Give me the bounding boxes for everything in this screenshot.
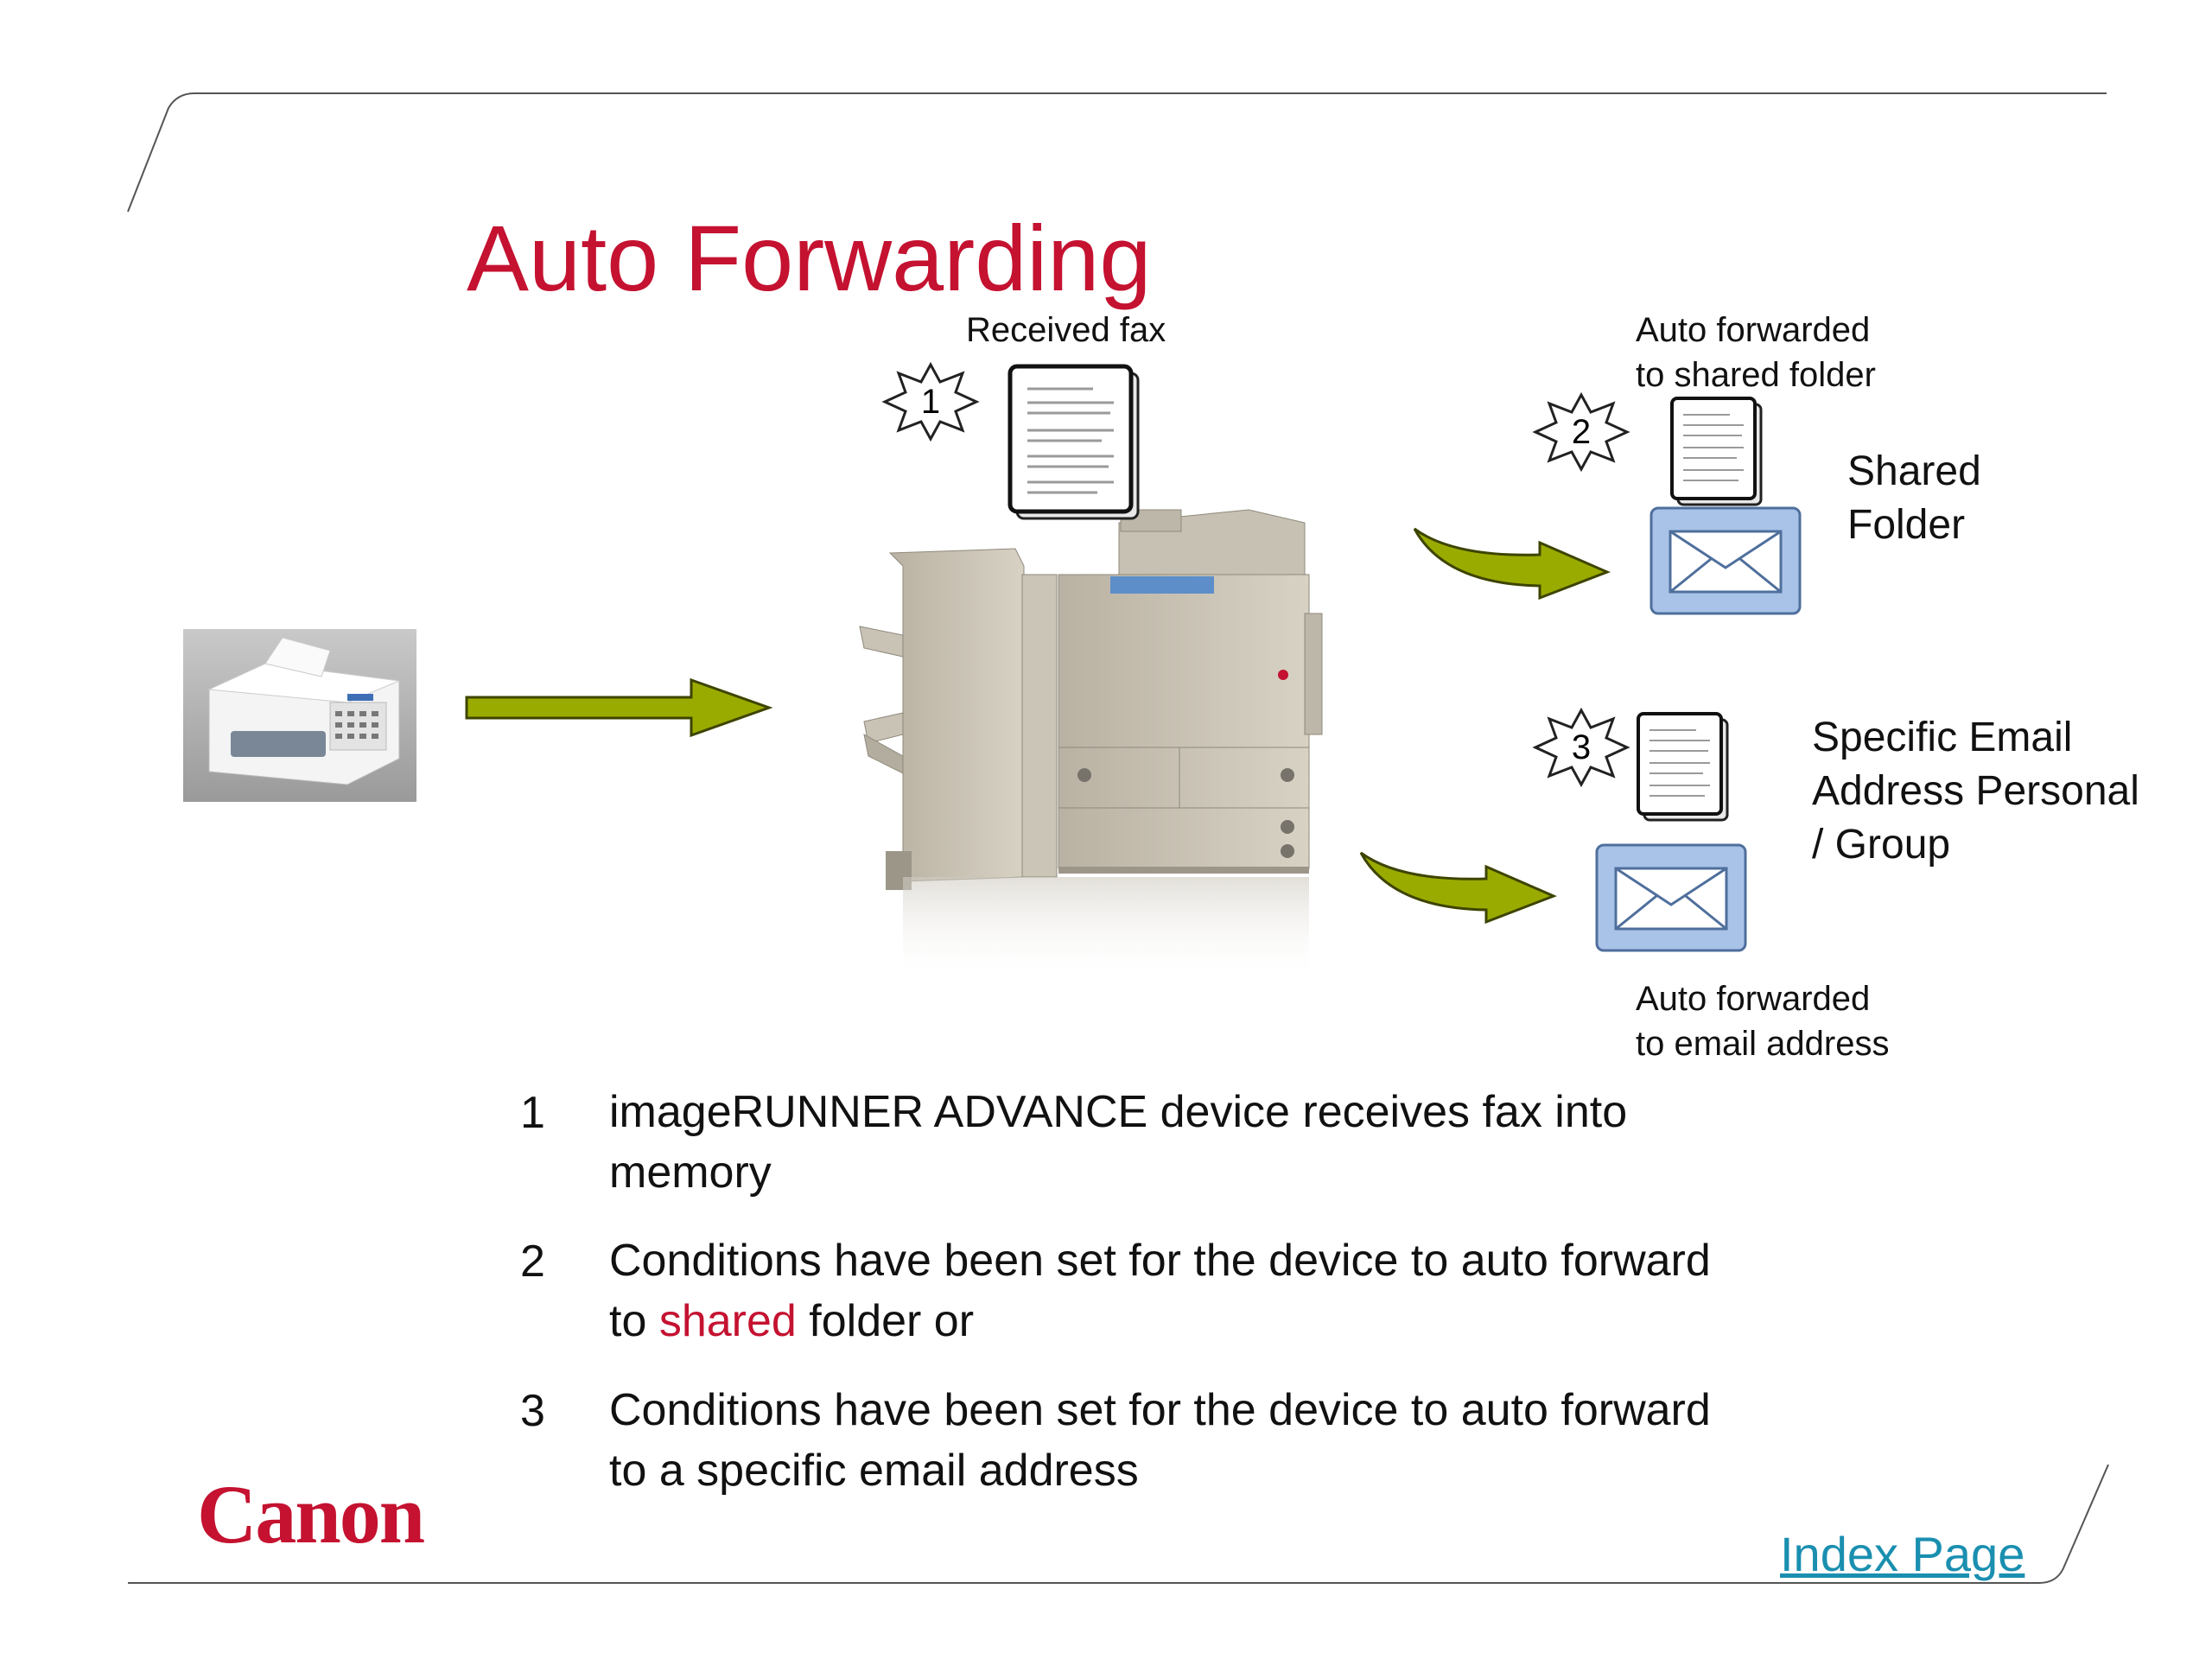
step-badge-1: 1 (881, 361, 980, 442)
step-line: to a specific email address (609, 1446, 1139, 1496)
shared-folder-envelope-icon (1649, 506, 1802, 615)
email-envelope-icon (1595, 843, 1747, 952)
auto-forward-email-label: Auto forwarded to email address (1636, 976, 1889, 1066)
step-line: memory (609, 1147, 772, 1198)
step-badge-2: 2 (1532, 391, 1630, 473)
shared-highlight: shared (658, 1296, 797, 1346)
badge-number: 3 (1572, 728, 1591, 766)
page-title: Auto Forwarding (467, 206, 1152, 310)
label-line: Auto forwarded (1636, 980, 1871, 1018)
step-text-segment: folder or (796, 1296, 975, 1346)
step-1-number: 1 (520, 1088, 545, 1138)
label-line: / Group (1812, 822, 1951, 868)
received-fax-document-icon (1007, 364, 1140, 520)
received-fax-label: Received fax (966, 311, 1166, 349)
step-badge-3: 3 (1532, 707, 1630, 788)
fax-machine-icon (183, 629, 416, 802)
step-2-number: 2 (520, 1236, 545, 1287)
arrow-to-email (1359, 851, 1557, 925)
label-line: Address Personal (1812, 768, 2139, 814)
arrow-to-shared-folder (1413, 527, 1611, 601)
step-3-text: Conditions have been set for the device … (609, 1380, 1905, 1501)
badge-number: 2 (1572, 413, 1591, 451)
step-line: Conditions have been set for the device … (609, 1385, 1711, 1435)
label-line: to shared folder (1636, 356, 1876, 394)
step-line: Conditions have been set for the device … (609, 1236, 1711, 1286)
canon-logo: Canon (197, 1468, 425, 1560)
shared-folder-document-icon (1670, 397, 1763, 506)
shared-folder-label: Shared Folder (1847, 445, 1981, 552)
step-3-number: 3 (520, 1386, 545, 1436)
label-line: to email address (1636, 1025, 1890, 1063)
step-2-text: Conditions have been set for the device … (609, 1230, 1905, 1351)
badge-number: 1 (921, 383, 940, 421)
step-line: imageRUNNER ADVANCE device receives fax … (609, 1087, 1628, 1137)
label-line: Auto forwarded (1636, 311, 1871, 349)
specific-email-label: Specific Email Address Personal / Group (1812, 711, 2139, 872)
step-line: to shared folder or (609, 1291, 1905, 1351)
step-text-segment: to (609, 1296, 659, 1346)
index-page-link[interactable]: Index Page (1780, 1527, 2025, 1581)
imagerunner-device-icon (859, 509, 1323, 981)
step-1-text: imageRUNNER ADVANCE device receives fax … (609, 1082, 1905, 1203)
label-line: Shared (1847, 448, 1981, 494)
arrow-fax-to-device (465, 677, 773, 738)
label-line: Specific Email (1812, 715, 2073, 760)
label-line: Folder (1847, 502, 1966, 548)
auto-forward-folder-label: Auto forwarded to shared folder (1636, 308, 1876, 397)
email-document-icon (1637, 712, 1729, 822)
